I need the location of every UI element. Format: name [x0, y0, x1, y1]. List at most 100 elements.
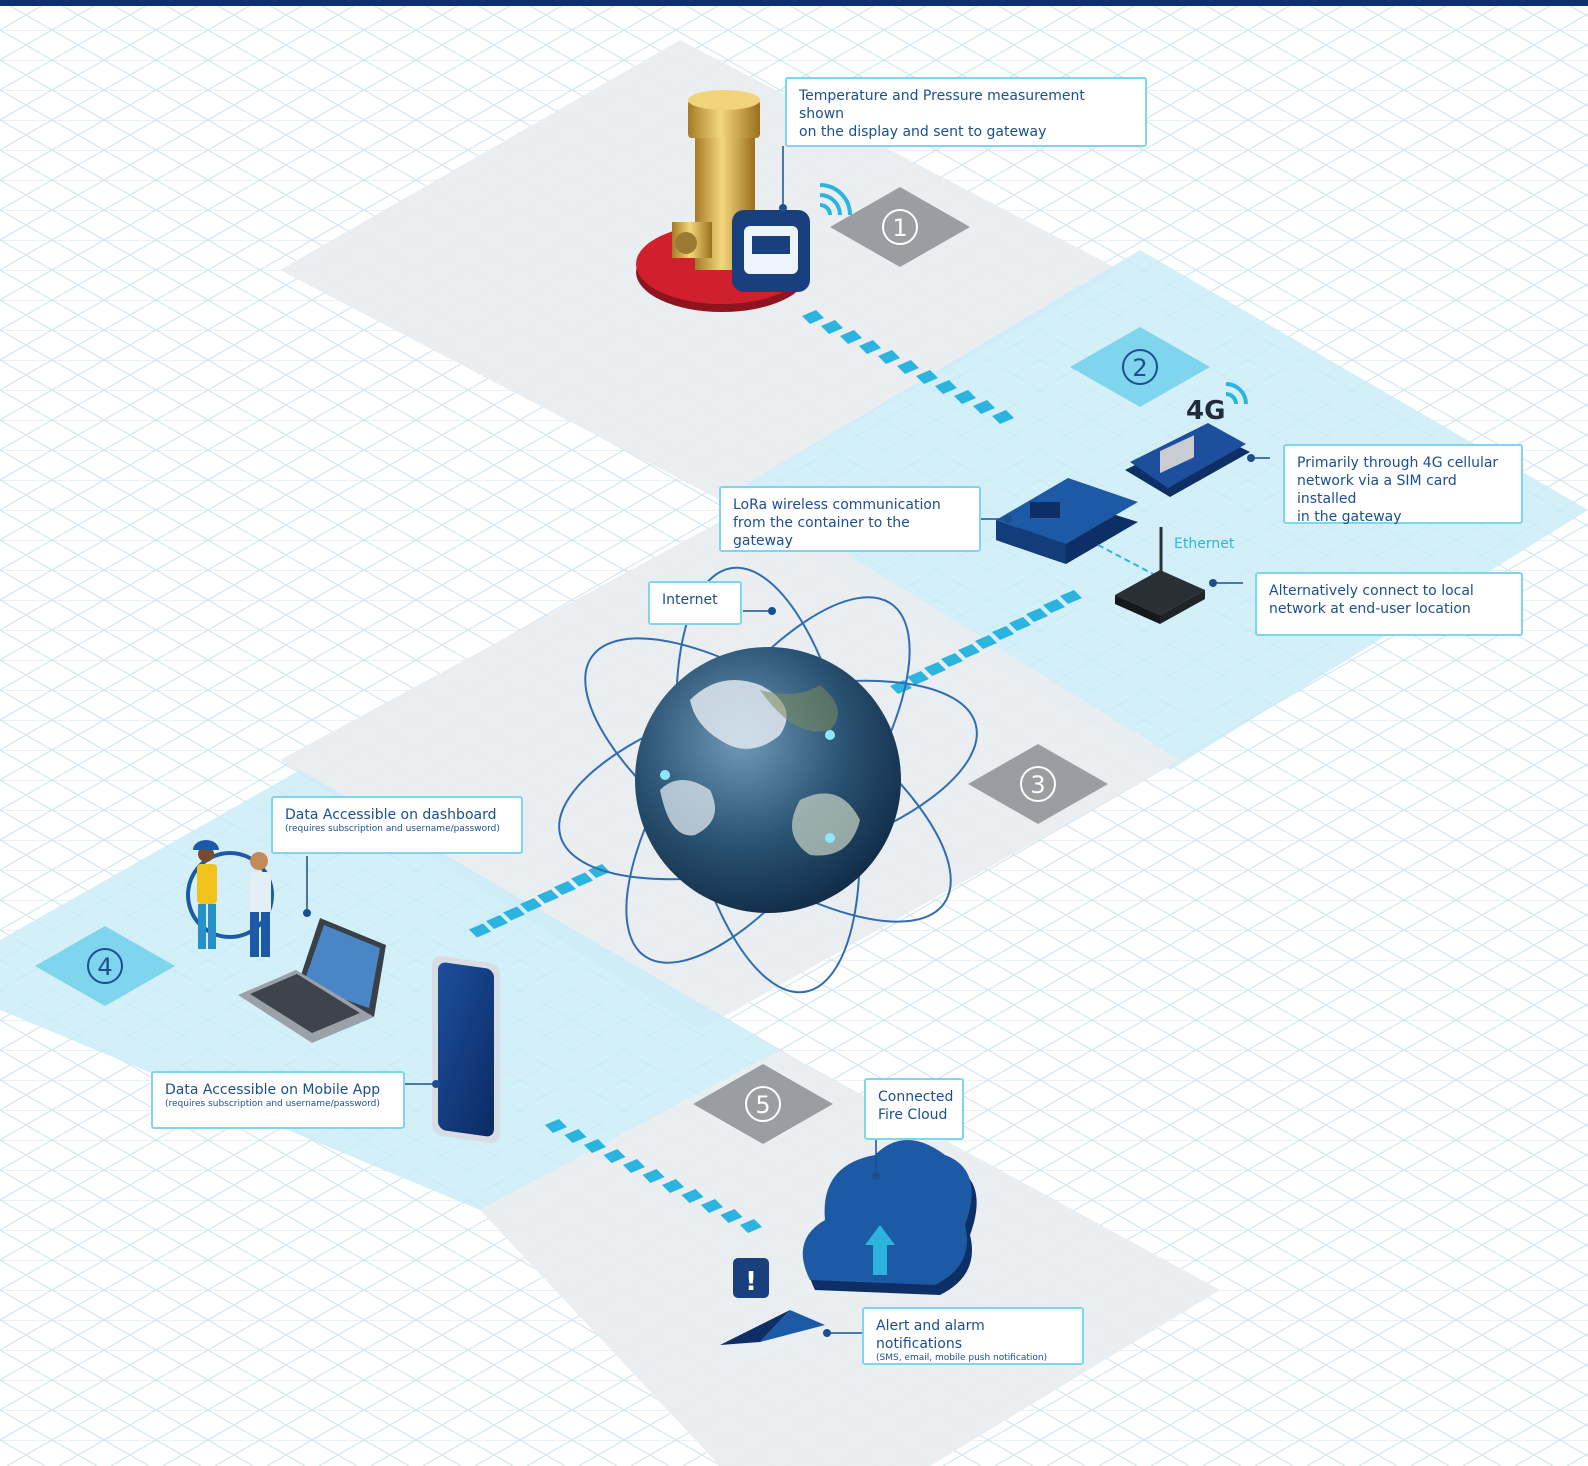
callout-cloud-line2: Fire Cloud — [878, 1107, 948, 1123]
flow-chevron — [520, 898, 542, 912]
flow-chevron — [681, 1189, 704, 1203]
flow-chevron — [878, 350, 900, 364]
flow-chevron — [973, 400, 995, 414]
flow-chevron — [935, 380, 957, 394]
fourg-wifi-icon — [1225, 382, 1248, 405]
callout-cellular: Primarily through 4G cellular network vi… — [1283, 444, 1523, 525]
sim-card-icon — [1125, 423, 1250, 497]
wifi-icon — [819, 183, 852, 216]
flow-chevron — [954, 390, 976, 404]
envelope-icon — [720, 1310, 825, 1360]
flow-internet-to-access — [469, 864, 610, 938]
callout-sensor-line2: on the display and sent to gateway — [799, 124, 1047, 140]
step-2-label: 2 — [1132, 354, 1147, 382]
flow-chevron — [469, 923, 491, 938]
alert-mark: ! — [745, 1267, 757, 1297]
laptop-icon — [238, 918, 386, 1043]
callout-cellular-line3: in the gateway — [1297, 509, 1402, 525]
flow-sensor-to-gateway — [802, 310, 1014, 424]
callout-lora-line2: from the container to the gateway — [733, 515, 910, 549]
ethernet-cable — [1097, 544, 1156, 576]
fourg-label: 4G — [1186, 396, 1225, 426]
flow-chevron — [603, 1149, 626, 1163]
callout-local-line2: network at end-user location — [1269, 601, 1471, 617]
callout-cloud-line1: Connected — [878, 1089, 954, 1105]
step-4-label: 4 — [97, 953, 112, 981]
flow-chevron — [486, 915, 508, 929]
flow-chevron — [907, 671, 929, 685]
flow-chevron — [1043, 599, 1065, 613]
cloud-upload-icon — [802, 1140, 977, 1295]
flow-chevron — [588, 864, 610, 878]
callout-mobile-note: (requires subscription and username/pass… — [165, 1099, 380, 1109]
step-5-marker: 5 — [693, 1064, 833, 1144]
callout-cloud: Connected Fire Cloud — [864, 1078, 964, 1140]
flow-chevron — [958, 644, 980, 658]
callout-local-line1: Alternatively connect to local — [1269, 583, 1474, 599]
flow-chevron — [662, 1179, 684, 1193]
step-4-marker: 4 — [35, 926, 175, 1006]
flow-chevron — [571, 872, 593, 887]
flow-chevron — [941, 653, 963, 667]
callout-cellular-line1: Primarily through 4G cellular — [1297, 455, 1499, 471]
callout-dashboard-line1: Data Accessible on dashboard — [285, 807, 497, 823]
callout-local-network: Alternatively connect to local network a… — [1255, 572, 1523, 636]
flow-chevron — [720, 1209, 743, 1223]
top-bar — [0, 0, 1588, 6]
callout-mobile: Data Accessible on Mobile App (requires … — [151, 1071, 405, 1129]
flow-chevron — [537, 889, 559, 904]
step-5-label: 5 — [755, 1091, 770, 1119]
flow-chevron — [859, 340, 881, 354]
flow-chevron — [1009, 617, 1031, 631]
callout-internet: Internet — [648, 581, 742, 625]
flow-chevron — [740, 1219, 762, 1233]
ethernet-label: Ethernet — [1174, 536, 1235, 552]
flow-chevron — [975, 635, 997, 649]
tile-gateway — [720, 250, 1588, 770]
flow-chevron — [897, 360, 919, 374]
valve-sensor-icon — [636, 90, 810, 312]
flow-chevron — [821, 320, 843, 334]
flow-chevron — [802, 310, 824, 324]
flow-chevron — [992, 410, 1014, 424]
callout-mobile-line1: Data Accessible on Mobile App — [165, 1082, 381, 1098]
flow-gateway-to-internet — [890, 590, 1082, 694]
flow-chevron — [1026, 608, 1048, 622]
workers-icon — [186, 840, 274, 957]
flow-chevron — [701, 1199, 723, 1213]
flow-access-to-cloud — [545, 1119, 762, 1233]
callout-internet-line1: Internet — [662, 592, 718, 608]
flow-chevron — [642, 1169, 665, 1183]
globe-icon — [558, 566, 978, 994]
flow-chevron — [840, 330, 862, 344]
step-1-marker: 1 — [830, 187, 970, 267]
smartphone-icon — [432, 956, 500, 1143]
alert-icon: ! — [733, 1258, 769, 1298]
step-2-marker: 2 — [1070, 327, 1210, 407]
gateway-icon — [996, 478, 1138, 564]
flow-chevron — [924, 662, 946, 676]
callout-alerts-line1: Alert and alarm notifications — [876, 1318, 985, 1352]
callout-lora-line1: LoRa wireless communication — [733, 497, 941, 513]
flow-chevron — [503, 906, 525, 921]
flow-chevron — [554, 881, 576, 895]
callout-alerts: Alert and alarm notifications (SMS, emai… — [862, 1307, 1084, 1365]
step-1-label: 1 — [892, 214, 907, 242]
callout-alerts-note: (SMS, email, mobile push notification) — [876, 1353, 1048, 1363]
callout-sensor-line1: Temperature and Pressure measurement sho… — [799, 88, 1085, 122]
step-3-marker: 3 — [968, 744, 1108, 824]
callout-cellular-line2: network via a SIM card installed — [1297, 473, 1457, 507]
callout-sensor: Temperature and Pressure measurement sho… — [785, 77, 1147, 147]
flow-chevron — [623, 1159, 645, 1173]
flow-chevron — [1060, 590, 1082, 604]
step-3-label: 3 — [1030, 771, 1045, 799]
tile-access — [0, 770, 780, 1210]
router-icon — [1115, 527, 1205, 624]
callout-lora: LoRa wireless communication from the con… — [719, 486, 981, 552]
flow-chevron — [564, 1129, 587, 1143]
flow-chevron — [916, 370, 938, 384]
flow-chevron — [545, 1119, 567, 1133]
callout-dashboard-note: (requires subscription and username/pass… — [285, 824, 500, 834]
flow-chevron — [584, 1139, 606, 1153]
